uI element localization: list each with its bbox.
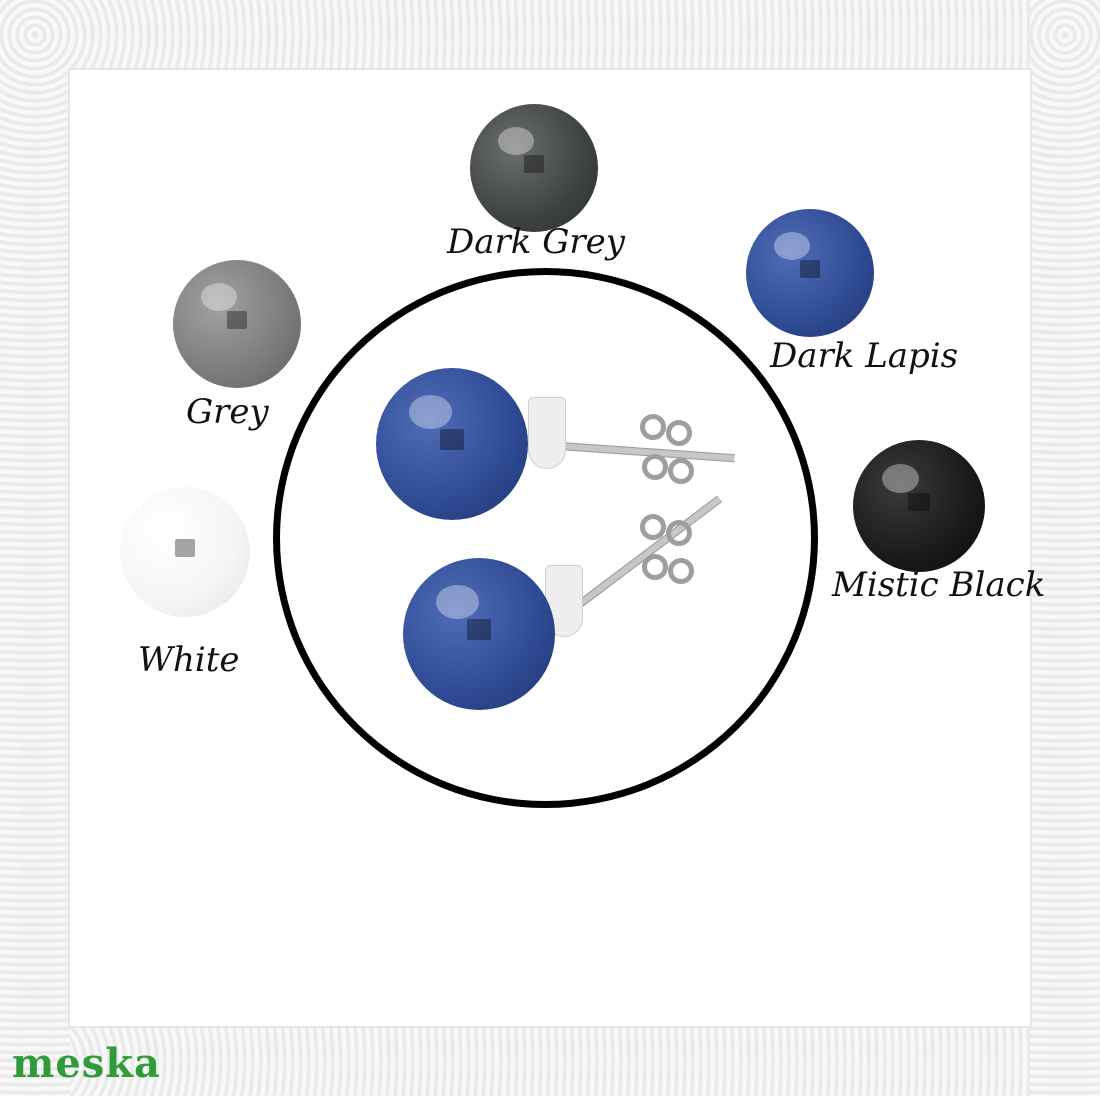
ornament-left xyxy=(0,0,70,1096)
label-mistic-black: Mistic Black xyxy=(832,565,1046,605)
label-dark-lapis: Dark Lapis xyxy=(770,336,959,376)
pearl-dark-lapis xyxy=(746,209,874,337)
label-grey: Grey xyxy=(186,392,269,432)
pearl-mistic-black xyxy=(853,440,985,572)
earring-2-pearl xyxy=(403,558,555,710)
brand-logo[interactable]: meska xyxy=(12,1040,161,1087)
earring-1-back xyxy=(640,414,696,484)
product-circle xyxy=(273,268,818,808)
ornament-top xyxy=(0,0,1100,70)
pearl-grey xyxy=(173,260,301,388)
earring-1-cap xyxy=(528,397,566,469)
label-white: White xyxy=(138,640,240,680)
label-dark-grey: Dark Grey xyxy=(447,222,625,262)
earring-1-pearl xyxy=(376,368,528,520)
ornament-right xyxy=(1030,0,1100,1096)
pearl-white xyxy=(120,487,250,617)
ornament-bottom xyxy=(0,1026,1100,1096)
pearl-dark-grey xyxy=(470,104,598,232)
earring-2-back xyxy=(640,514,696,584)
